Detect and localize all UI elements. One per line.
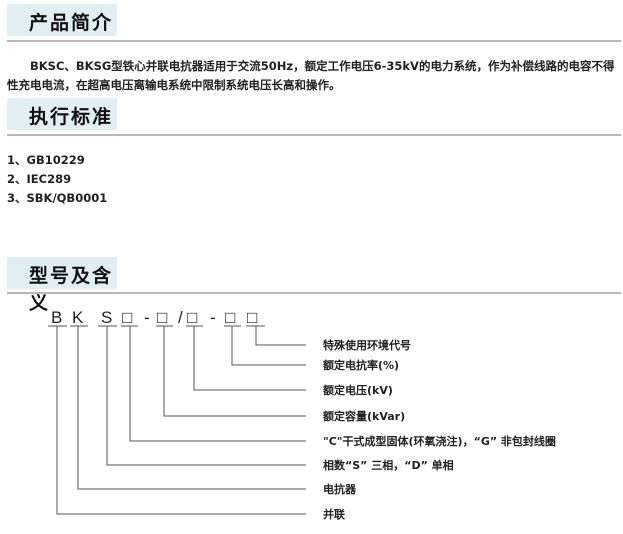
standard-item: 1、GB10229 bbox=[7, 153, 85, 167]
section-title: 执行标准 bbox=[29, 106, 114, 128]
code-box: □ bbox=[187, 308, 197, 327]
code-dash: - bbox=[210, 308, 216, 327]
code-box: □ bbox=[247, 308, 257, 327]
code-letter: B bbox=[51, 308, 62, 327]
code-box: □ bbox=[225, 308, 235, 327]
code-meaning-label: 相数“S” 三相，“D” 单相 bbox=[323, 458, 454, 472]
section-title: 型号及含义 bbox=[29, 265, 114, 314]
code-dash: - bbox=[144, 308, 150, 327]
code-meaning-label: 额定电抗率(%) bbox=[323, 358, 399, 372]
code-meaning-label: 并联 bbox=[323, 507, 345, 521]
section-title: 产品简介 bbox=[29, 12, 114, 34]
code-letter: K bbox=[72, 308, 84, 327]
code-box: □ bbox=[122, 308, 132, 327]
section-header-intro: 产品简介 bbox=[7, 4, 117, 36]
divider bbox=[7, 292, 621, 294]
code-meaning-label: 特殊使用环境代号 bbox=[323, 338, 411, 352]
section-header-standards: 执行标准 bbox=[7, 98, 117, 130]
code-letter: S bbox=[101, 308, 112, 327]
standard-item: 2、IEC289 bbox=[7, 172, 72, 186]
intro-paragraph: BKSC、BKSG型铁心并联电抗器适用于交流50Hz，额定工作电压6-35kV的… bbox=[7, 59, 615, 92]
divider bbox=[7, 40, 621, 42]
code-box: □ bbox=[157, 308, 167, 327]
code-slash: / bbox=[178, 308, 183, 327]
code-meaning-label: 电抗器 bbox=[323, 482, 357, 496]
standard-item: 3、SBK/QB0001 bbox=[7, 191, 108, 205]
divider bbox=[7, 134, 621, 136]
code-meaning-label: "C"干式成型固体(环氧浇注)，“G” 非包封线圈 bbox=[323, 434, 556, 448]
section-header-model: 型号及含义 bbox=[7, 257, 117, 314]
code-meaning-label: 额定容量(kVar) bbox=[323, 409, 405, 423]
code-meaning-label: 额定电压(kV) bbox=[323, 383, 393, 397]
